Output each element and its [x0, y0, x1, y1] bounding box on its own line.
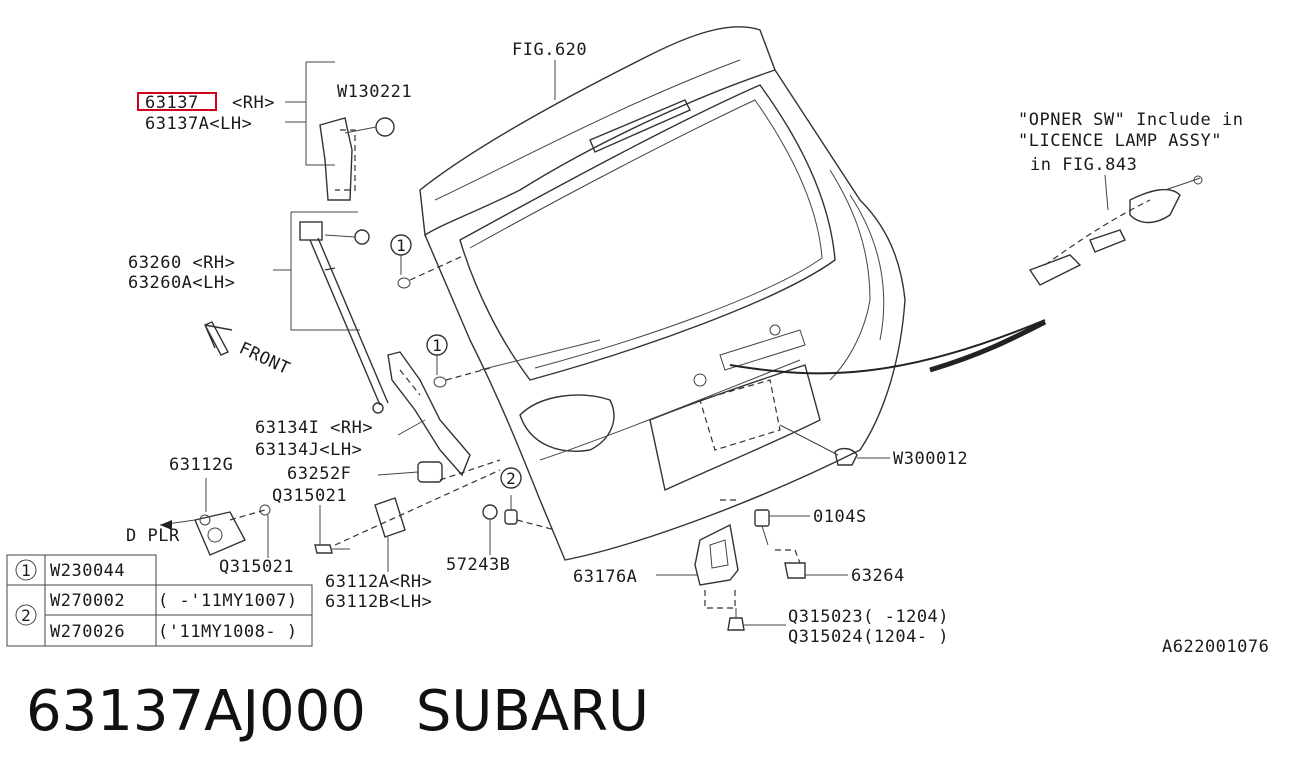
legend-range-w270026: ('11MY1008- ) — [158, 622, 298, 642]
hinge-drawing — [159, 478, 271, 558]
legend-table: 1 W230044 2 W270002 ( -'11MY1007) W27002… — [6, 554, 313, 647]
part-w130221-label: W130221 — [337, 82, 412, 102]
leader-note — [1104, 174, 1109, 211]
note-line-3: in FIG.843 — [1030, 155, 1137, 175]
part-63112g-label: 63112G — [169, 455, 233, 475]
part-63134j-label: 63134J<LH> — [255, 440, 362, 460]
harness-line — [729, 319, 1046, 375]
licence-lamp-drawing — [1028, 175, 1203, 286]
part-63112a-label: 63112A<RH> — [325, 572, 432, 592]
tailgate-drawing — [419, 26, 906, 561]
part-63112b-label: 63112B<LH> — [325, 592, 432, 612]
part-q315024-label: Q315024(1204- ) — [788, 627, 949, 647]
caption-part-number: 63137AJ000 — [26, 679, 366, 744]
part-63260-label: 63260 <RH> — [128, 253, 235, 273]
callout-1-mid: 1 — [426, 334, 491, 388]
part-63252f-label: 63252F — [287, 464, 351, 484]
front-label: FRONT — [236, 338, 293, 379]
bolt-0104s-drawing — [754, 509, 848, 579]
part-63260a-label: 63260A<LH> — [128, 273, 235, 293]
caption-brand: SUBARU — [415, 679, 650, 744]
legend-range-w270002: ( -'11MY1007) — [158, 591, 298, 611]
highlight-box — [137, 92, 217, 111]
legend-mark-2: 2 — [21, 606, 31, 625]
grommet-drawing — [779, 424, 890, 466]
legend-part-w270002: W270002 — [50, 591, 125, 611]
part-q315021-top-label: Q315021 — [272, 486, 347, 506]
leader-63137 — [285, 101, 306, 123]
trim-drawing — [387, 351, 471, 477]
front-arrow-icon — [204, 321, 233, 356]
bolt-drawing — [314, 469, 501, 554]
part-w300012-label: W300012 — [893, 449, 968, 469]
rh-label: <RH> — [232, 93, 275, 113]
gas-stay-drawing — [290, 211, 389, 414]
legend-part-w230044: W230044 — [50, 561, 125, 581]
d-plr-label: D PLR — [126, 526, 180, 546]
legend-part-w270026: W270026 — [50, 622, 125, 642]
legend-mark-1: 1 — [21, 561, 31, 580]
part-0104s-label: 0104S — [813, 507, 867, 527]
note-line-2: "LICENCE LAMP ASSY" — [1018, 131, 1222, 151]
part-63176a-label: 63176A — [573, 567, 637, 587]
stay-bracket-drawing — [305, 61, 395, 201]
note-line-1: "OPNER SW" Include in — [1018, 110, 1243, 130]
part-63134i-label: 63134I <RH> — [255, 418, 373, 438]
callout-1-top: 1 — [390, 234, 466, 289]
callout-label: 1 — [432, 336, 442, 355]
bumper-stop-drawing — [377, 459, 501, 483]
latch-drawing — [656, 499, 786, 631]
leader-63134 — [397, 419, 426, 436]
callout-label: 1 — [396, 236, 406, 255]
latch-bracket-drawing — [374, 497, 406, 572]
figure-code-label: A622001076 — [1162, 637, 1269, 657]
part-63264-label: 63264 — [851, 566, 905, 586]
part-q315023-label: Q315023( -1204) — [788, 607, 949, 627]
part-63137-label: 63137 — [145, 93, 199, 113]
fig620-label: FIG.620 — [512, 40, 587, 60]
part-57243b-label: 57243B — [446, 555, 510, 575]
harness-thick — [929, 319, 1047, 373]
part-63137a-label: 63137A<LH> — [145, 114, 252, 134]
clip-drawing — [482, 495, 556, 555]
callout-label: 2 — [506, 469, 516, 488]
part-q315021-bottom-label: Q315021 — [219, 557, 294, 577]
callout-2: 2 — [500, 467, 522, 489]
